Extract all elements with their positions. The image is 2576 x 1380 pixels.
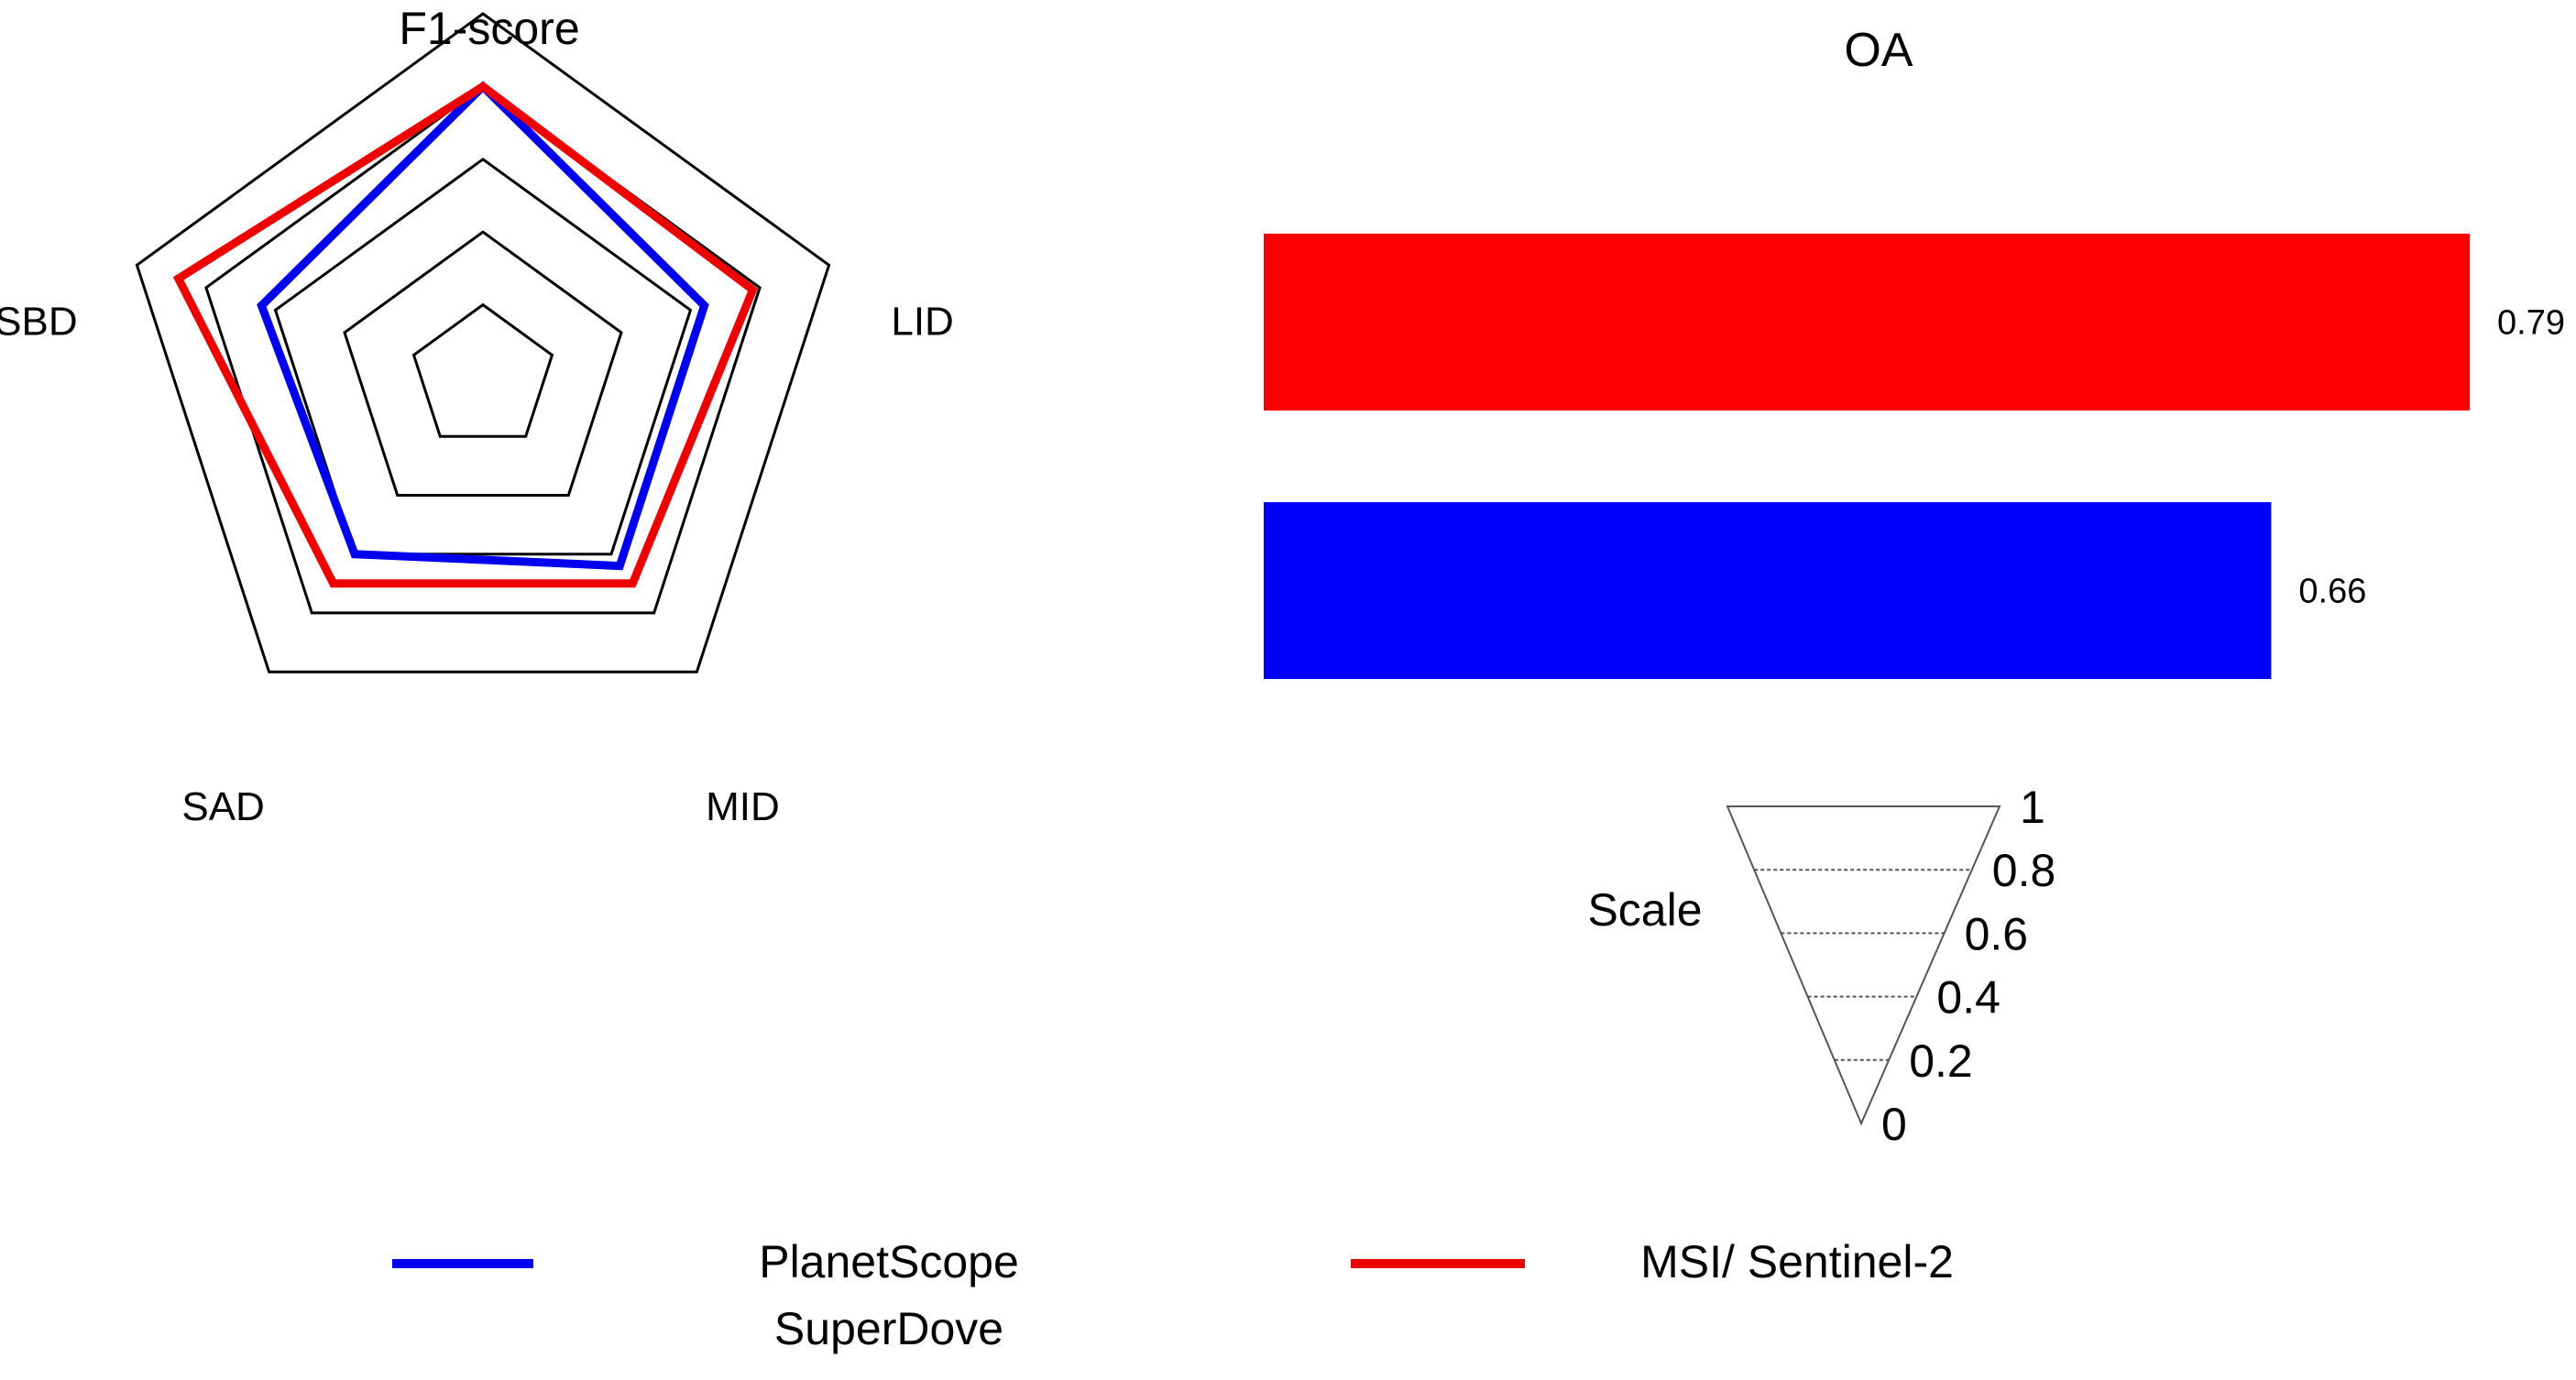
radar-axis-label-mid: MID xyxy=(706,784,780,829)
bar-value-label-planetscope: 0.66 xyxy=(2298,573,2366,611)
scale-triangle: 1 0.8 0.6 0.4 0.20 xyxy=(1726,782,2056,1150)
radar-grid-ring-2 xyxy=(343,230,623,497)
legend-label-planetscope-line2: SuperDove xyxy=(774,1303,1003,1354)
legend-label-planetscope-line1: PlanetScope xyxy=(759,1236,1019,1287)
radar-grid xyxy=(135,12,831,674)
radar-chart: F1-score NDPLIDMIDSADSBD xyxy=(0,3,954,829)
bar-planetscope xyxy=(1264,502,2272,679)
scale-tick-label: 0.4 xyxy=(1936,972,2001,1024)
radar-title: F1-score xyxy=(399,3,579,54)
bar-title: OA xyxy=(1844,24,1913,77)
radar-series-sentinel xyxy=(172,81,758,588)
legend-label-sentinel: MSI/ Sentinel-2 xyxy=(1640,1236,1954,1287)
bar-value-label-sentinel: 0.79 xyxy=(2497,304,2565,343)
radar-axis-label-sbd: SBD xyxy=(0,299,78,344)
radar-axis-label-lid: LID xyxy=(891,299,953,344)
radar-series-planetscope xyxy=(257,81,709,571)
radar-series xyxy=(172,81,758,588)
radar-grid-ring-1 xyxy=(411,302,554,438)
radar-grid-ring-4 xyxy=(204,84,762,615)
scale-triangle-outline xyxy=(1726,805,2001,1126)
scale-tick-label: 0.2 xyxy=(1909,1035,1973,1087)
bar-sentinel xyxy=(1264,234,2470,411)
scale-tick-label: 0 xyxy=(1881,1099,1907,1150)
scale-tick-label: 0.6 xyxy=(1965,908,2029,959)
radar-grid-ring-5 xyxy=(135,12,831,674)
scale-legend: Scale 1 0.8 0.6 0.4 0.20 xyxy=(1587,782,2055,1150)
bar-chart: OA 0.79 0.66 xyxy=(1264,24,2565,679)
legend: PlanetScope SuperDove MSI/ Sentinel-2 xyxy=(392,1236,1954,1354)
radar-grid-ring-3 xyxy=(273,157,693,556)
scale-tick-label: 1 xyxy=(2020,782,2045,833)
bars: 0.79 0.66 xyxy=(1264,234,2565,679)
scale-label: Scale xyxy=(1587,884,1702,936)
scale-tick-label: 0.8 xyxy=(1992,845,2056,896)
radar-axis-labels: NDPLIDMIDSADSBD xyxy=(0,299,954,829)
radar-axis-label-sad: SAD xyxy=(181,784,264,829)
